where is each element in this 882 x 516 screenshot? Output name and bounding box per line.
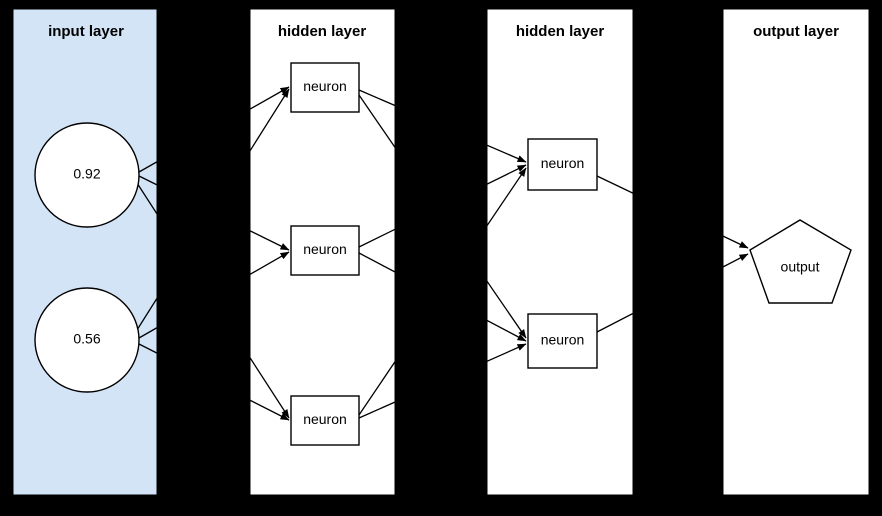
node-label-hidden1-node-3: neuron	[303, 411, 347, 427]
layer-title-input-layer: input layer	[48, 23, 124, 40]
edge-input-node-1-to-hidden1-node-2	[138, 175, 290, 251]
edge-hidden1-node-2-to-hidden2-node-1	[358, 164, 527, 248]
layer-title-hidden-layer-2: hidden layer	[516, 23, 605, 40]
node-label-hidden2-node-2: neuron	[541, 332, 585, 348]
layer-panel-hidden-layer-2	[486, 8, 634, 496]
layer-nodes: 0.92 0.56 neuron neuron neuron neuron neuron ou…	[34, 62, 852, 446]
edge-hidden1-node-2-to-hidden2-node-2	[358, 252, 527, 342]
node-label-hidden2-node-1: neuron	[541, 155, 585, 171]
layer-title-hidden-layer-1: hidden layer	[278, 23, 367, 40]
node-label-output-node-1: output	[781, 259, 820, 275]
edge-input-node-2-to-hidden1-node-2	[138, 251, 290, 339]
node-label-hidden1-node-1: neuron	[303, 78, 347, 94]
connection-edges	[136, 86, 749, 421]
edge-hidden1-node-1-to-hidden2-node-1	[358, 89, 527, 163]
edge-hidden1-node-3-to-hidden2-node-1	[358, 167, 527, 416]
node-hidden2-node-1[interactable]	[527, 138, 598, 191]
layer-titles: input layer hidden layer hidden layer outpu…	[48, 23, 839, 40]
edge-input-node-2-to-hidden1-node-3	[138, 343, 290, 421]
edge-input-node-2-to-hidden1-node-1	[136, 88, 290, 331]
node-hidden1-node-1[interactable]	[290, 62, 360, 113]
node-label-input-node-1: 0.92	[73, 166, 100, 182]
edge-hidden2-node-2-to-output-node-1	[596, 253, 749, 333]
edge-hidden2-node-1-to-output-node-1	[596, 175, 749, 249]
edge-hidden1-node-3-to-hidden2-node-2	[358, 343, 527, 419]
edge-input-node-1-to-hidden1-node-1	[138, 86, 290, 173]
node-label-hidden1-node-2: neuron	[303, 241, 347, 257]
layer-panel-input-layer	[12, 8, 158, 496]
node-hidden2-node-2[interactable]	[527, 313, 598, 369]
layer-panels	[12, 8, 870, 496]
node-input-node-1[interactable]	[34, 122, 140, 228]
layer-title-output-layer: output layer	[753, 23, 839, 40]
node-label-input-node-2: 0.56	[73, 331, 100, 347]
node-output-node-1[interactable]	[749, 219, 852, 304]
node-hidden1-node-3[interactable]	[290, 395, 360, 446]
node-input-node-2[interactable]	[34, 287, 140, 393]
edge-input-node-1-to-hidden1-node-3	[136, 182, 290, 419]
edge-hidden1-node-1-to-hidden2-node-2	[358, 94, 527, 339]
node-hidden1-node-2[interactable]	[290, 225, 360, 276]
